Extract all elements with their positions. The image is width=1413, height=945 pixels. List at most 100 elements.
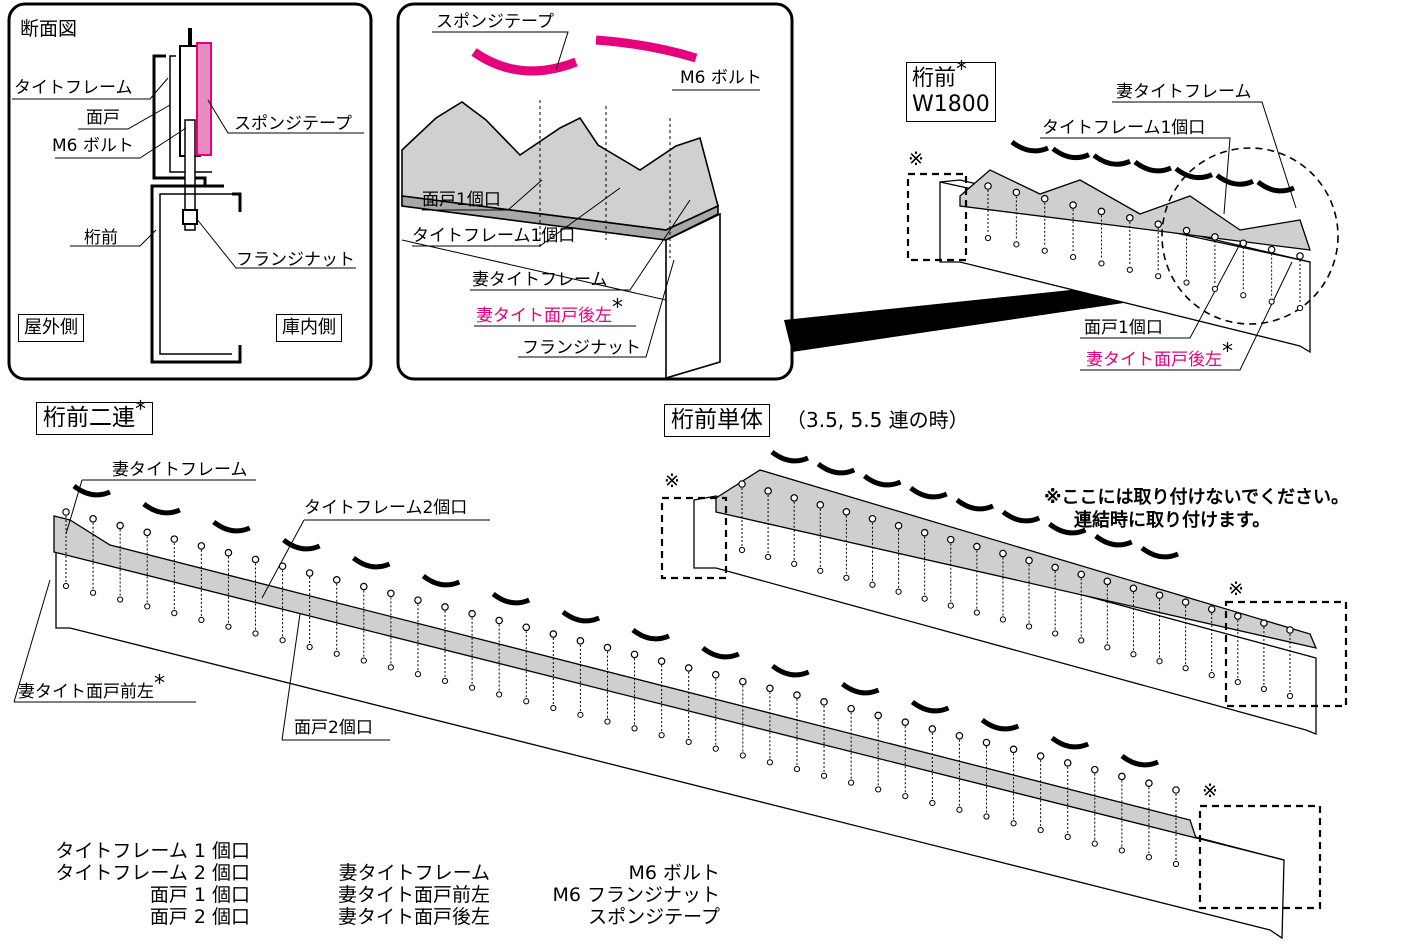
flange-nut: [1156, 658, 1163, 665]
bolt-head: [1172, 786, 1180, 794]
flange-nut: [739, 752, 746, 759]
bolt-head: [387, 589, 395, 598]
single-subtitle: （3.5, 5.5 連の時）: [786, 408, 969, 432]
double-end-door-front-left: 妻タイト面戸前左*: [18, 671, 165, 702]
flange-nut: [984, 234, 992, 242]
label-purlin: 桁前: [84, 228, 118, 248]
bolt-head: [901, 718, 910, 726]
bolt-head: [170, 535, 179, 543]
bolt-head: [820, 698, 828, 706]
detail-end-tight-frame: 妻タイトフレーム: [472, 270, 608, 290]
flange-nut: [1052, 630, 1059, 637]
bolt-head: [332, 576, 341, 584]
single-note-line1: ※ここには取り付けないでください。: [1044, 487, 1349, 508]
sponge-tape-arc: [770, 449, 810, 464]
cross-section-leaders: [12, 77, 364, 269]
bolt-head: [766, 684, 774, 693]
single-note-line2: 連結時に取り付けます。: [1074, 510, 1271, 531]
label-outside: 屋外側: [18, 314, 84, 342]
bolt-head: [441, 603, 449, 611]
bolt-head: [576, 637, 585, 645]
flange-nut: [1208, 672, 1215, 679]
flange-nut: [1260, 685, 1268, 693]
detail-m6-bolt: M6 ボルト: [680, 68, 762, 88]
label-sponge-tape: スポンジテープ: [234, 114, 352, 134]
w1800-title-box: 桁前* W1800: [906, 59, 996, 122]
sponge-tape-arc: [1050, 735, 1090, 750]
bolt-head: [468, 609, 476, 618]
single-mark-right: ※: [1228, 578, 1244, 600]
flange-nut: [252, 630, 259, 637]
bolt-head: [1118, 772, 1126, 781]
bolt-head: [1145, 779, 1153, 788]
sponge-tape-arc: [701, 645, 740, 660]
bolt-head: [116, 521, 124, 530]
flange-nut: [738, 546, 746, 554]
bolt-head: [816, 501, 825, 509]
sponge-tape-arc: [561, 609, 601, 624]
flange-nut: [468, 684, 476, 691]
sponge-tape-arc: [1047, 521, 1087, 536]
flange-nut: [1296, 304, 1304, 312]
flange-nut: [869, 581, 876, 588]
flange-nut: [921, 595, 928, 602]
bolt-head: [414, 596, 422, 604]
flange-nut: [843, 574, 850, 581]
flange-nut: [604, 718, 611, 725]
bolt-head: [1069, 201, 1077, 209]
bolt-head: [1025, 556, 1033, 565]
bolt-head: [1040, 194, 1049, 203]
flange-nut: [1069, 253, 1077, 261]
bolt-head: [630, 650, 639, 659]
flange-nut: [766, 759, 774, 766]
flange-nut: [631, 725, 638, 732]
sponge-tape-arc: [980, 717, 1020, 732]
bolt-head: [1286, 626, 1294, 634]
sponge-tape-arc: [909, 485, 948, 500]
detail-sponge-tape: スポンジテープ: [436, 12, 554, 32]
flange-nut: [360, 657, 367, 664]
bolt-head: [847, 704, 855, 713]
cross-section-drawing: [150, 28, 242, 364]
flange-nut: [523, 698, 530, 705]
flange-nut: [895, 588, 902, 595]
bolt-head: [224, 548, 233, 557]
flange-nut: [947, 602, 954, 609]
bolt-head: [143, 528, 152, 537]
sponge-tape-arc: [491, 591, 531, 606]
sponge-tape-arc: [421, 573, 461, 588]
flange-nut: [764, 553, 772, 561]
bolt-head: [89, 514, 97, 523]
bolt-head: [657, 657, 666, 665]
bolt-head: [868, 514, 877, 523]
sponge-tape-arc: [72, 483, 112, 498]
flange-nut: [62, 582, 70, 590]
bolt-head: [793, 691, 801, 699]
flange-nut: [577, 711, 584, 718]
sponge-tape-arc: [840, 681, 880, 696]
flange-nut: [89, 589, 97, 596]
flange-nut: [550, 704, 557, 712]
parts-list-col2: 妻タイトフレーム 妻タイト面戸前左 妻タイト面戸後左: [290, 862, 490, 928]
parts-list-col1: タイトフレーム 1 個口 タイトフレーム 2 個口 面戸 1 個口 面戸 2 個…: [14, 840, 250, 928]
zoom-connector: [784, 278, 1198, 352]
sponge-tape-arc: [282, 537, 321, 552]
parts-item: タイトフレーム 1 個口: [55, 840, 250, 862]
bolt-head: [1036, 752, 1045, 760]
bolt-head: [946, 535, 955, 544]
bolt-head: [738, 480, 746, 488]
double-leaders: [13, 479, 490, 741]
bolt-head: [1207, 605, 1216, 613]
label-inside: 庫内側: [276, 314, 342, 342]
sponge-tape-arc: [351, 555, 391, 570]
bolt-head: [999, 549, 1007, 558]
bolt-head: [764, 487, 772, 495]
label-m6-bolt: M6 ボルト: [52, 136, 134, 156]
label-tight-frame: タイトフレーム: [14, 78, 133, 98]
w1800-end-tight-frame: 妻タイトフレーム: [1116, 82, 1252, 102]
sponge-tape-arc: [631, 627, 670, 642]
parts-list-col3: M6 ボルト M6 フランジナット スポンジテープ: [520, 862, 720, 928]
parts-item: M6 フランジナット: [552, 884, 720, 906]
